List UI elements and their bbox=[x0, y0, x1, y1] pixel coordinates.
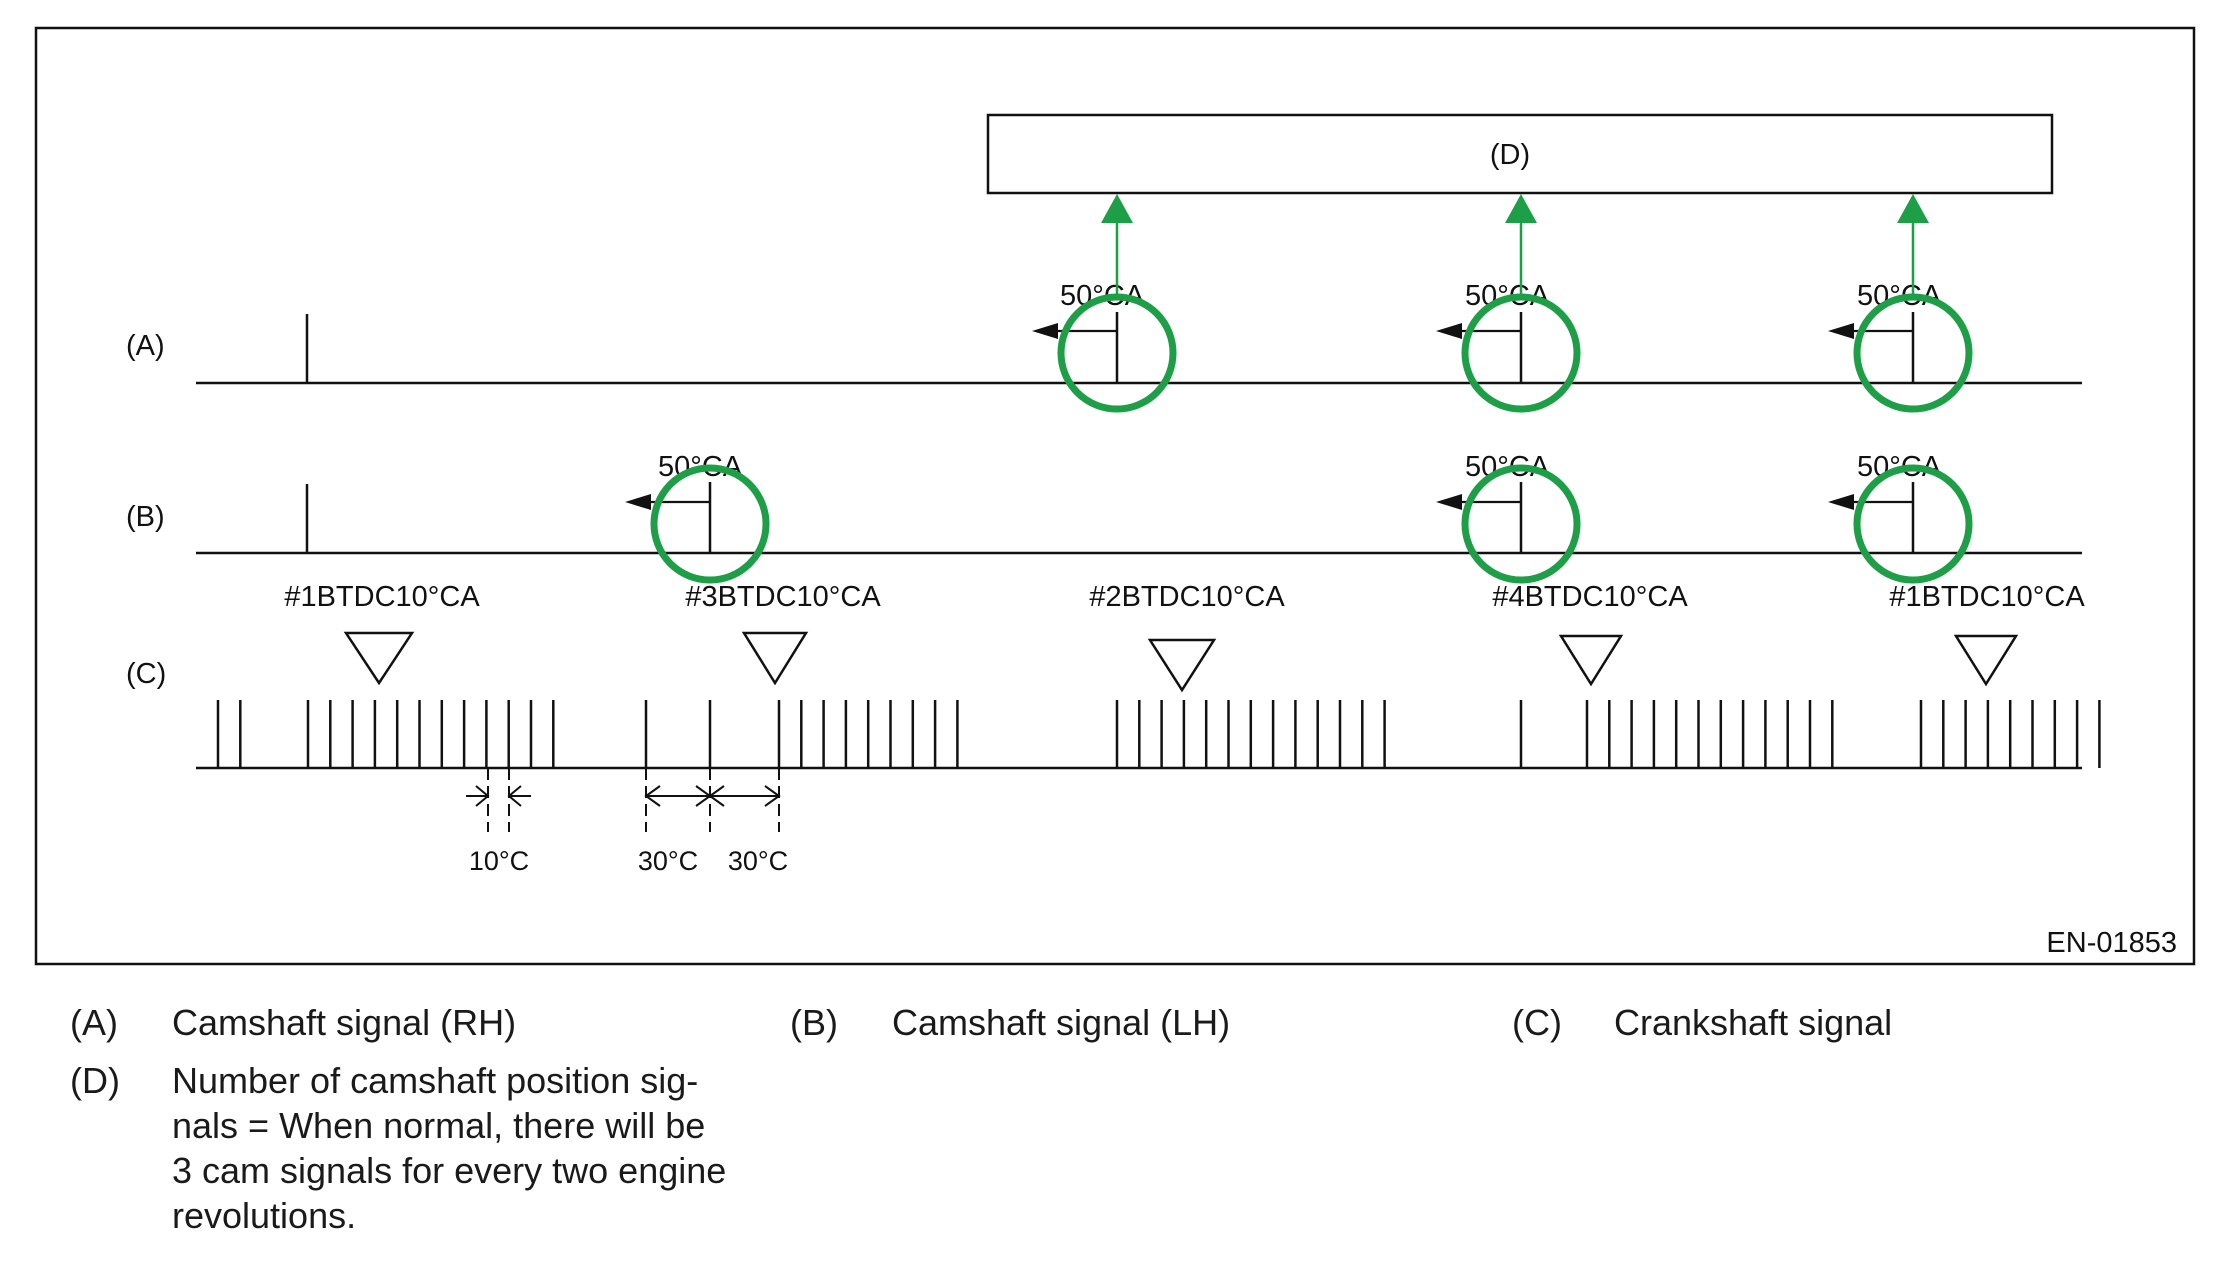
cam-rh-pulse-2: 50°CA bbox=[1436, 194, 1581, 413]
arrowhead-icon bbox=[625, 494, 651, 510]
highlight-circle bbox=[1057, 293, 1177, 413]
legend-key: (B) bbox=[790, 1002, 838, 1043]
tdc-label: #1BTDC10°CA bbox=[284, 581, 480, 613]
legend-key: (A) bbox=[70, 1002, 118, 1043]
legend-item-c: (C) Crankshaft signal bbox=[1512, 1000, 2152, 1050]
highlight-circle bbox=[1853, 293, 1973, 413]
legend-text-line: 3 cam signals for every two engine bbox=[172, 1150, 727, 1191]
tdc-label: #3BTDC10°CA bbox=[685, 581, 881, 613]
tdc-label: #2BTDC10°CA bbox=[1089, 581, 1285, 613]
row-label-c: (C) bbox=[126, 658, 166, 690]
arrowhead-icon bbox=[1436, 494, 1462, 510]
crank-teeth bbox=[216, 700, 2101, 768]
arrowhead-icon bbox=[1828, 494, 1854, 510]
dimension-10deg bbox=[466, 768, 531, 832]
row-label-b: (B) bbox=[126, 501, 165, 533]
legend-item-d: (D) Number of camshaft position sig- nal… bbox=[70, 1058, 770, 1248]
dimension-label: 30°C bbox=[638, 846, 698, 876]
cam-rh-pulse-3: 50°CA bbox=[1828, 194, 1973, 413]
legend-text: Number of camshaft position sig- nals = … bbox=[172, 1058, 772, 1238]
diagram-frame bbox=[34, 26, 2196, 966]
cam-lh-pulse-3: 50°CA bbox=[1828, 451, 1973, 584]
legend-item-b: (B) Camshaft signal (LH) bbox=[790, 1000, 1430, 1050]
cam-lh-pulse-2: 50°CA bbox=[1436, 451, 1581, 584]
dimension-30deg bbox=[644, 768, 781, 832]
tdc-marker-icon bbox=[741, 631, 809, 686]
arrowhead-icon bbox=[1436, 323, 1462, 339]
arrowhead-icon bbox=[1032, 323, 1058, 339]
dimension-label: 10°C bbox=[469, 846, 529, 876]
figure-id: EN-01853 bbox=[2046, 927, 2177, 959]
highlight-circle bbox=[1461, 464, 1581, 584]
legend-text-line: revolutions. bbox=[172, 1195, 357, 1236]
tdc-marker-icon bbox=[1558, 634, 1624, 687]
tdc-marker-icon bbox=[1147, 638, 1217, 693]
cam-lh-pulse-1: 50°CA bbox=[625, 451, 770, 584]
tdc-label: #4BTDC10°CA bbox=[1492, 581, 1688, 613]
arrow-up-icon bbox=[1897, 194, 1929, 223]
legend-text: Camshaft signal (LH) bbox=[892, 1002, 1231, 1043]
legend-text: Crankshaft signal bbox=[1614, 1002, 1893, 1043]
highlight-circle bbox=[650, 464, 770, 584]
box-d-label: (D) bbox=[1490, 139, 1530, 171]
tdc-marker-icon bbox=[343, 631, 415, 686]
row-label-a: (A) bbox=[126, 330, 165, 362]
dimension-label: 30°C bbox=[728, 846, 788, 876]
legend-text-line: nals = When normal, there will be bbox=[172, 1105, 706, 1146]
highlight-circle bbox=[1853, 464, 1973, 584]
legend-item-a: (A) Camshaft signal (RH) bbox=[70, 1000, 710, 1050]
tdc-label: #1BTDC10°CA bbox=[1889, 581, 2085, 613]
arrow-up-icon bbox=[1505, 194, 1537, 223]
highlight-circle bbox=[1461, 293, 1581, 413]
signal-count-box bbox=[986, 113, 2054, 195]
arrow-up-icon bbox=[1101, 194, 1133, 223]
legend-text-line: Number of camshaft position sig- bbox=[172, 1060, 699, 1101]
legend-key: (D) bbox=[70, 1060, 120, 1101]
cam-rh-pulse-1: 50°CA bbox=[1032, 194, 1177, 413]
legend-key: (C) bbox=[1512, 1002, 1562, 1043]
legend-text: Camshaft signal (RH) bbox=[172, 1002, 517, 1043]
arrowhead-icon bbox=[1828, 323, 1854, 339]
tdc-marker-icon bbox=[1953, 634, 2019, 687]
